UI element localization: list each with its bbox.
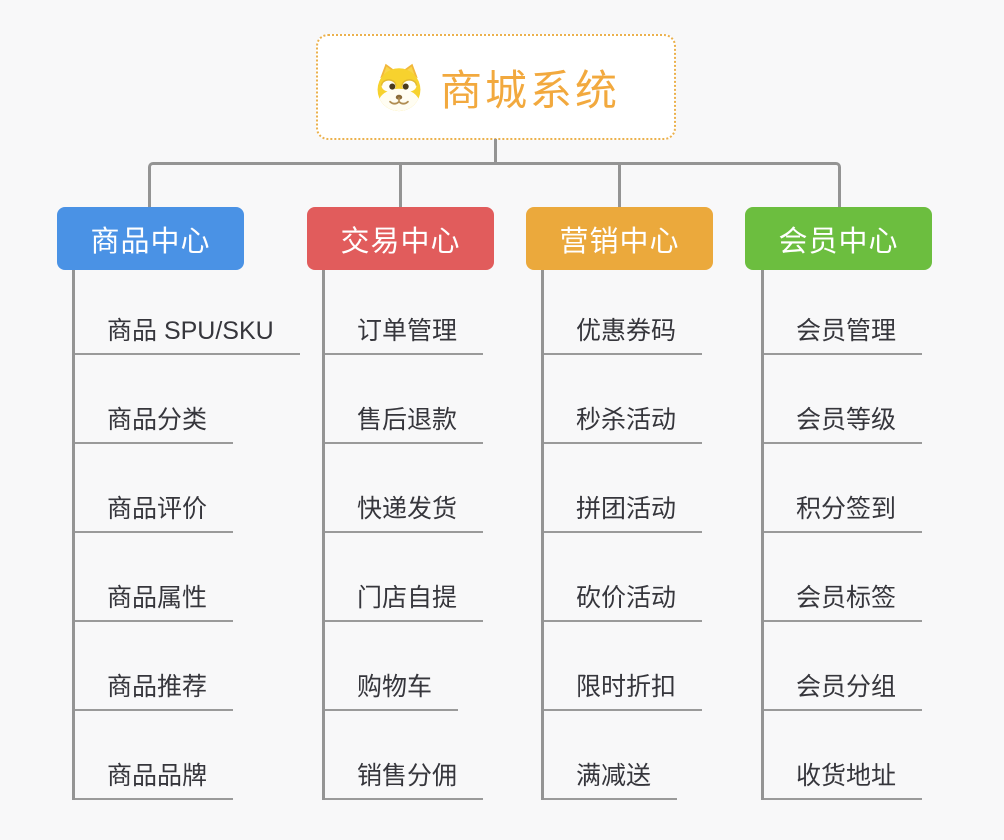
leaf-row: 销售分佣 xyxy=(325,711,552,800)
root-title: 商城系统 xyxy=(439,66,620,114)
leaf-node[interactable]: 会员分组 xyxy=(764,667,923,711)
leaf-node[interactable]: 会员标签 xyxy=(764,578,923,622)
leaf-node[interactable]: 砍价活动 xyxy=(544,578,703,622)
leaf-row: 商品评价 xyxy=(75,444,302,533)
leaf-row: 满减送 xyxy=(544,711,771,800)
leaf-node[interactable]: 秒杀活动 xyxy=(544,400,703,444)
connector-drop-marketing xyxy=(618,163,621,208)
leaf-row: 商品品牌 xyxy=(75,711,302,800)
leaf-row: 收货地址 xyxy=(764,711,991,800)
leaf-row: 商品 SPU/SKU xyxy=(75,270,302,355)
connector-drop-trade xyxy=(399,163,402,208)
leaf-row: 商品推荐 xyxy=(75,622,302,711)
leaf-node[interactable]: 收货地址 xyxy=(764,756,923,800)
branch-children-trade-center: 订单管理 售后退款 快递发货 门店自提 购物车 销售分佣 xyxy=(322,270,552,800)
leaf-node[interactable]: 快递发货 xyxy=(325,489,484,533)
leaf-row: 限时折扣 xyxy=(544,622,771,711)
branch-children-product-center: 商品 SPU/SKU 商品分类 商品评价 商品属性 商品推荐 商品品牌 xyxy=(72,270,302,800)
branch-children-marketing-center: 优惠券码 秒杀活动 拼团活动 砍价活动 限时折扣 满减送 xyxy=(541,270,771,800)
connector-root-stem xyxy=(494,139,497,163)
leaf-node[interactable]: 满减送 xyxy=(544,756,678,800)
leaf-node[interactable]: 商品品牌 xyxy=(75,756,234,800)
leaf-row: 秒杀活动 xyxy=(544,355,771,444)
doge-icon xyxy=(377,63,421,112)
connector-rail xyxy=(148,162,841,208)
leaf-node[interactable]: 门店自提 xyxy=(325,578,484,622)
leaf-row: 会员管理 xyxy=(764,270,991,355)
leaf-node[interactable]: 商品推荐 xyxy=(75,667,234,711)
branch-node-product-center[interactable]: 商品中心 xyxy=(57,207,244,270)
root-node-mall-system[interactable]: 商城系统 xyxy=(316,34,676,140)
leaf-row: 优惠券码 xyxy=(544,270,771,355)
branch-node-member-center[interactable]: 会员中心 xyxy=(745,207,932,270)
leaf-node[interactable]: 商品 SPU/SKU xyxy=(75,311,300,355)
leaf-node[interactable]: 销售分佣 xyxy=(325,756,484,800)
leaf-node[interactable]: 商品属性 xyxy=(75,578,234,622)
leaf-row: 快递发货 xyxy=(325,444,552,533)
leaf-row: 拼团活动 xyxy=(544,444,771,533)
leaf-node[interactable]: 售后退款 xyxy=(325,400,484,444)
leaf-row: 积分签到 xyxy=(764,444,991,533)
leaf-row: 会员标签 xyxy=(764,533,991,622)
leaf-row: 商品属性 xyxy=(75,533,302,622)
leaf-node[interactable]: 商品评价 xyxy=(75,489,234,533)
leaf-node[interactable]: 购物车 xyxy=(325,667,459,711)
leaf-row: 门店自提 xyxy=(325,533,552,622)
leaf-node[interactable]: 会员管理 xyxy=(764,311,923,355)
leaf-node[interactable]: 商品分类 xyxy=(75,400,234,444)
branch-node-trade-center[interactable]: 交易中心 xyxy=(307,207,494,270)
leaf-row: 购物车 xyxy=(325,622,552,711)
leaf-row: 会员分组 xyxy=(764,622,991,711)
leaf-node[interactable]: 会员等级 xyxy=(764,400,923,444)
leaf-node[interactable]: 拼团活动 xyxy=(544,489,703,533)
leaf-row: 订单管理 xyxy=(325,270,552,355)
leaf-row: 砍价活动 xyxy=(544,533,771,622)
leaf-row: 售后退款 xyxy=(325,355,552,444)
leaf-row: 商品分类 xyxy=(75,355,302,444)
leaf-node[interactable]: 限时折扣 xyxy=(544,667,703,711)
leaf-node[interactable]: 优惠券码 xyxy=(544,311,703,355)
leaf-row: 会员等级 xyxy=(764,355,991,444)
branch-children-member-center: 会员管理 会员等级 积分签到 会员标签 会员分组 收货地址 xyxy=(761,270,991,800)
leaf-node[interactable]: 订单管理 xyxy=(325,311,484,355)
leaf-node[interactable]: 积分签到 xyxy=(764,489,923,533)
branch-node-marketing-center[interactable]: 营销中心 xyxy=(526,207,713,270)
